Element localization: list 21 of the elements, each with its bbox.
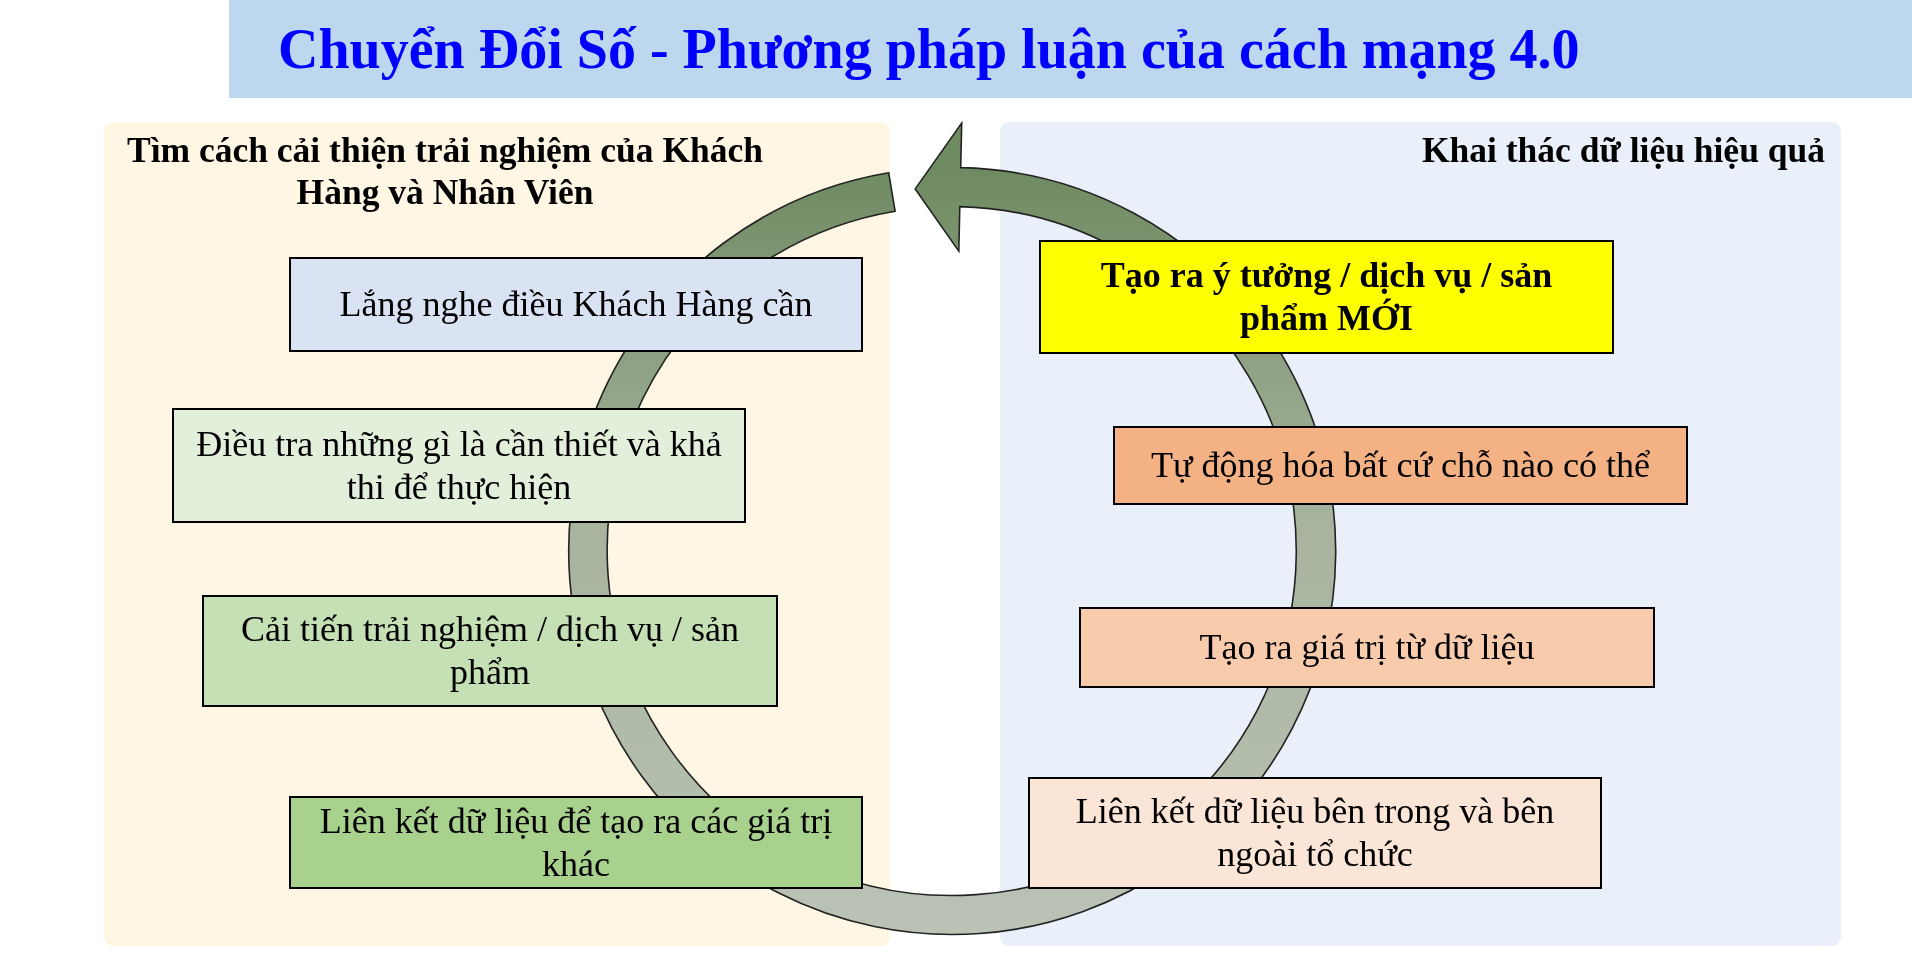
title: Chuyển Đổi Số - Phương pháp luận của cách mạng 4.0: [278, 19, 1580, 79]
step-box: [1028, 777, 1602, 889]
step-text: Liên kết dữ liệu để tạo ra các giá trị khác: [319, 800, 833, 884]
panel-heading: Tìm cách cải thiện trải nghiệm của Khách Hàng và Nhân Viên: [127, 130, 763, 212]
step-text: Liên kết dữ liệu bên trong và bên ngoài tổ chức: [1075, 791, 1555, 874]
step-text: Tự động hóa bất cứ chỗ nào có thể: [1151, 445, 1650, 485]
step-text: Điều tra những gì là cần thiết và khả thi để thực hiện: [196, 423, 722, 507]
panel-heading: Khai thác dữ liệu hiệu quả: [1421, 130, 1825, 170]
step-text: Lắng nghe điều Khách Hàng cần: [339, 284, 813, 324]
step-box: [1079, 607, 1655, 688]
panel: [104, 122, 890, 946]
step-box: [289, 796, 863, 889]
step-box: [1113, 426, 1688, 505]
step-box: [289, 257, 863, 352]
step-text: Cải tiến trải nghiệm / dịch vụ / sản phẩm: [241, 609, 739, 692]
step-text: Tạo ra giá trị từ dữ liệu: [1199, 627, 1535, 667]
step-text: Tạo ra ý tưởng / dịch vụ / sản phẩm MỚI: [1100, 255, 1553, 338]
panel: [1000, 122, 1841, 946]
step-box: [172, 408, 746, 523]
step-box: [202, 595, 778, 707]
step-box: [1039, 240, 1614, 354]
